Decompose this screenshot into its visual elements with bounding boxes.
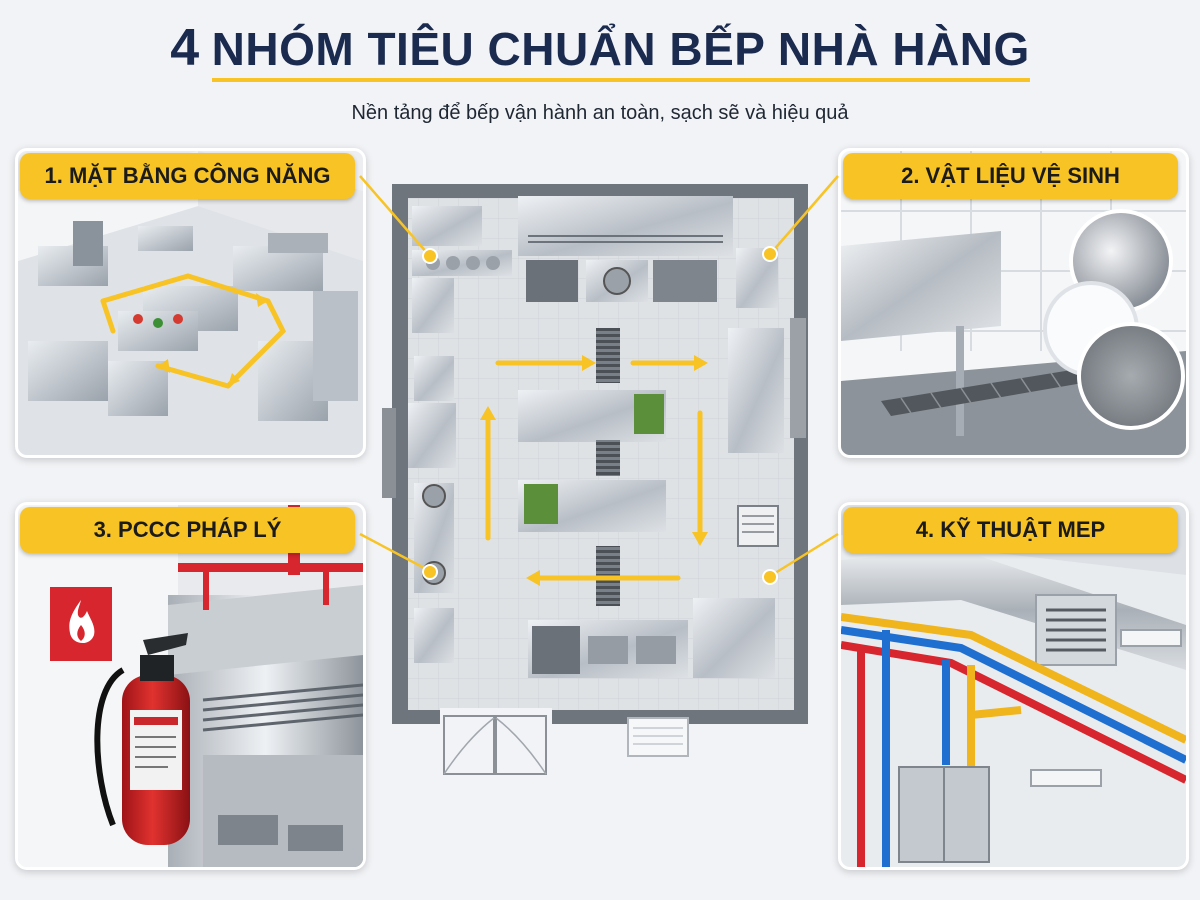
- door-icon: [440, 708, 552, 775]
- title-number: 4: [170, 19, 200, 77]
- kitchen-floor-plan: [382, 184, 808, 775]
- panel-label-mep: 4. KỸ THUẬT MEP: [843, 507, 1178, 553]
- panel-layout: 1. MẶT BẰNG CÔNG NĂNG: [15, 148, 366, 458]
- panel-materials: 2. VẬT LIỆU VỆ SINH: [838, 148, 1189, 458]
- panel-label-materials: 2. VẬT LIỆU VỆ SINH: [843, 153, 1178, 199]
- mep-illustration: [841, 505, 1186, 867]
- fire-illustration: [18, 505, 363, 867]
- materials-illustration: [841, 151, 1186, 455]
- page-subtitle: Nền tảng để bếp vận hành an toàn, sạch s…: [351, 102, 849, 124]
- workflow-arrow-icon: [485, 360, 703, 581]
- flame-icon: [50, 587, 112, 661]
- panel-fire: 3. PCCC PHÁP LÝ: [15, 502, 366, 870]
- panel-label-fire: 3. PCCC PHÁP LÝ: [20, 507, 355, 553]
- fire-extinguisher-icon: [94, 633, 190, 845]
- panel-mep: 4. KỸ THUẬT MEP: [838, 502, 1189, 870]
- panel-label-layout: 1. MẶT BẰNG CÔNG NĂNG: [20, 153, 355, 199]
- title-text: NHÓM TIÊU CHUẨN BẾP NHÀ HÀNG: [211, 22, 1030, 82]
